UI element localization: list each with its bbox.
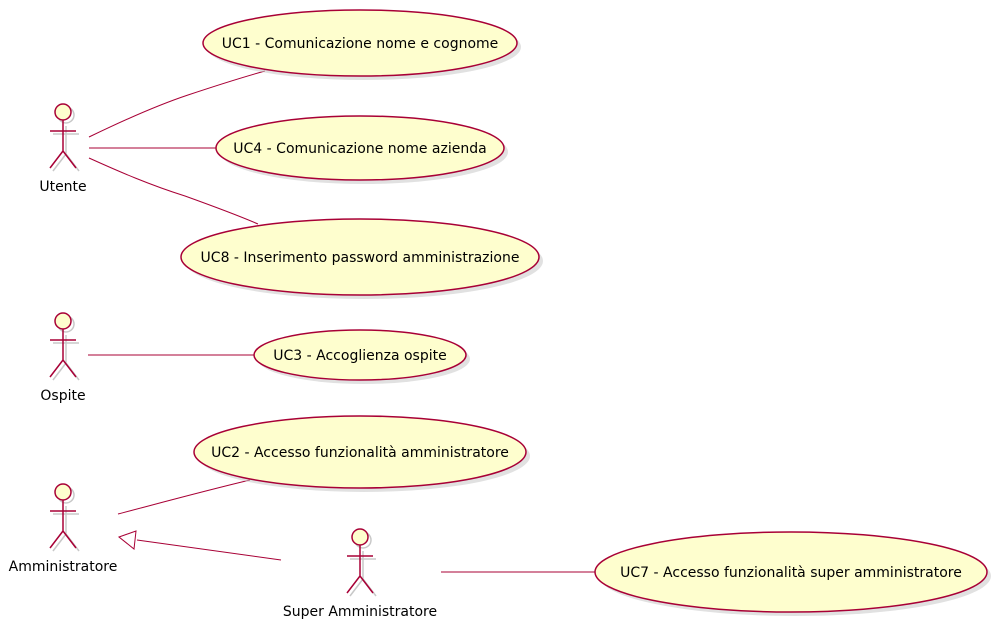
actor-ospite[interactable]: Ospite bbox=[40, 312, 86, 404]
actor-label: Amministratore bbox=[9, 559, 118, 575]
use-case-uc7[interactable]: UC7 - Accesso funzionalità super amminis… bbox=[594, 531, 991, 616]
actor-label: Ospite bbox=[40, 388, 85, 404]
association-amministratore-uc2 bbox=[117, 479, 251, 515]
use-case-uc3[interactable]: UC3 - Accoglienza ospite bbox=[253, 329, 470, 384]
actor-amministratore[interactable]: Amministratore bbox=[9, 483, 118, 575]
actor-super[interactable]: Super Amministratore bbox=[283, 528, 437, 620]
association-utente-uc8 bbox=[88, 157, 259, 225]
use-case-uc1[interactable]: UC1 - Comunicazione nome e cognome bbox=[202, 9, 521, 80]
association-utente-uc1 bbox=[88, 70, 266, 138]
actor-icon bbox=[49, 483, 80, 552]
use-case-ellipse bbox=[202, 9, 518, 77]
use-case-ellipse bbox=[253, 329, 467, 381]
actor-icon bbox=[346, 528, 377, 597]
use-case-label: UC7 - Accesso funzionalità super amminis… bbox=[620, 565, 962, 581]
generalization-arrowhead bbox=[117, 530, 137, 550]
use-case-ellipse bbox=[180, 218, 540, 296]
use-case-ellipse bbox=[215, 115, 505, 181]
actor-icon bbox=[49, 103, 80, 172]
use-case-label: UC1 - Comunicazione nome e cognome bbox=[222, 36, 499, 52]
actor-label: Utente bbox=[39, 179, 86, 195]
use-case-label: UC4 - Comunicazione nome azienda bbox=[233, 141, 486, 157]
generalization-super-amministratore bbox=[117, 530, 282, 561]
use-case-uc4[interactable]: UC4 - Comunicazione nome azienda bbox=[215, 115, 508, 184]
use-case-ellipse bbox=[594, 531, 988, 613]
use-case-uc2[interactable]: UC2 - Accesso funzionalità amministrator… bbox=[193, 415, 530, 492]
connector-layer bbox=[88, 70, 595, 573]
use-case-uc8[interactable]: UC8 - Inserimento password amministrazio… bbox=[180, 218, 543, 299]
actor-utente[interactable]: Utente bbox=[39, 103, 87, 195]
use-case-label: UC3 - Accoglienza ospite bbox=[273, 348, 446, 364]
use-case-label: UC2 - Accesso funzionalità amministrator… bbox=[211, 445, 509, 461]
actor-icon bbox=[49, 312, 80, 381]
actor-label: Super Amministratore bbox=[283, 604, 437, 620]
use-case-label: UC8 - Inserimento password amministrazio… bbox=[201, 250, 520, 266]
use-case-ellipse bbox=[193, 415, 527, 489]
